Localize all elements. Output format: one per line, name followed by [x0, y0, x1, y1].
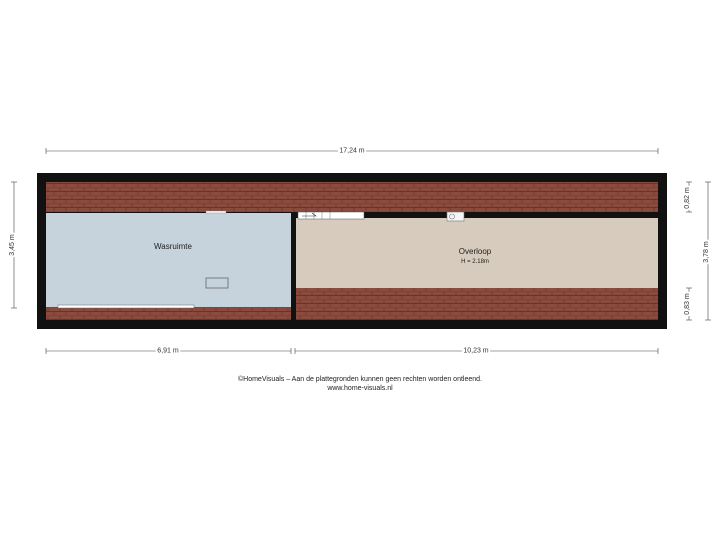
dimension-left-height: [11, 181, 17, 309]
dimension-bottom-right-label: 10,23 m: [463, 348, 488, 355]
dimension-left-height-label: 3,45 m: [9, 234, 16, 256]
wasruimte-floor-lower: [58, 288, 194, 306]
dimension-right-top-label: 0,82 m: [684, 187, 691, 209]
footer-copyright: ©HomeVisuals – Aan de plattegronden kunn…: [238, 376, 482, 383]
window-bottom-left: [57, 304, 195, 309]
dimension-right-height-label: 3,78 m: [703, 241, 710, 263]
overloop-floor: [296, 218, 658, 288]
staircase: [297, 211, 365, 220]
dimension-right-bottom-label: 0,83 m: [684, 293, 691, 315]
dimension-total-width: [45, 148, 659, 154]
overloop-height-label: H = 2.18m: [461, 259, 489, 265]
dimension-right-height: [705, 181, 711, 321]
boiler-icon: [446, 211, 465, 222]
dimension-total-width-label: 17,24 m: [339, 148, 364, 155]
dimension-bottom-left-label: 6,91 m: [157, 348, 179, 355]
roof-bottom-left-strip: [58, 308, 194, 320]
dimension-right-bottom: [686, 287, 692, 321]
footer-url[interactable]: www.home-visuals.nl: [327, 385, 393, 392]
hatch-left: [205, 277, 229, 289]
dimension-bottom-left: [45, 348, 292, 354]
dimension-right-top: [686, 181, 692, 213]
wasruimte-label: Wasruimte: [154, 242, 192, 251]
roof-bottom-right: [296, 288, 658, 320]
dimension-bottom-right: [294, 348, 659, 354]
partition-wall: [291, 212, 295, 320]
overloop-label: Overloop: [459, 247, 492, 256]
roof-top: [46, 182, 658, 212]
vent-top-left: [205, 210, 227, 214]
